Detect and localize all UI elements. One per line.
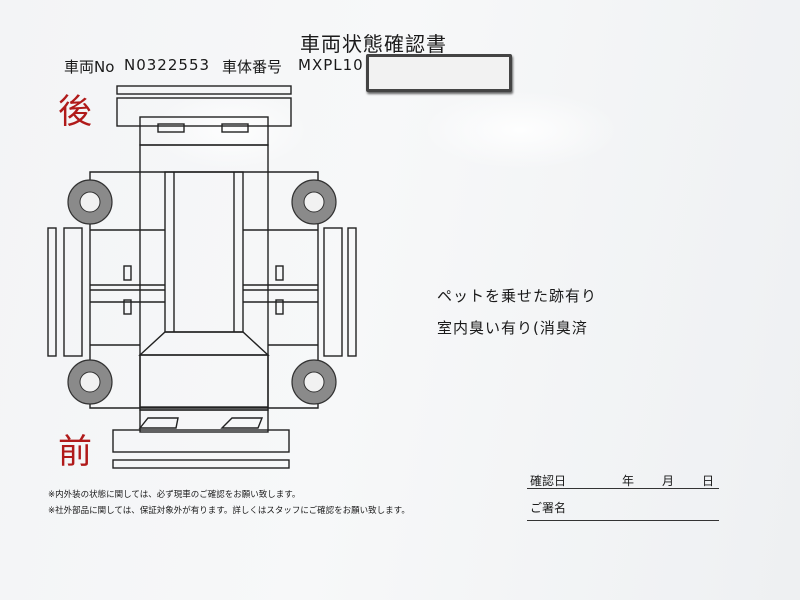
rear-bumper-bar [116,85,292,95]
hood [139,354,269,411]
front-bumper-bar [112,459,290,469]
front-grille [139,409,269,433]
remark-line: ペットを乗せた跡有り [437,287,598,305]
light-glare [420,90,620,170]
day-label: 日 [702,474,715,488]
front-bumper [112,429,290,453]
side-strip-right [323,227,343,357]
rear-label: 後 [58,92,92,132]
roof [164,171,244,333]
redaction-sticker [366,54,512,92]
date-field-line[interactable] [527,488,719,489]
cabin [139,144,269,408]
remark-line: 室内臭い有り(消臭済 [437,319,588,337]
document-title: 車両状態確認書 [300,32,447,56]
tires [67,179,337,405]
vehicle-no-value: N0322553 [124,56,211,74]
signature-field-line[interactable] [527,520,719,521]
footnote: ※社外部品に関しては、保証対象外が有ります。詳しくはスタッフにご確認をお願い致し… [48,506,410,516]
headlight-right [220,417,264,429]
rear-bumper [116,97,292,127]
footnote: ※内外装の状態に関しては、必ず現車のご確認をお願い致します。 [48,490,301,500]
trunk [139,116,269,146]
headlight-left [138,417,179,429]
side-strip-left [47,227,57,357]
front-label: 前 [58,432,92,472]
light-glare [150,90,310,170]
signature-label: ご署名 [530,501,567,515]
chassis-no-label: 車体番号 [222,58,283,76]
vehicle-no-label: 車両No [64,58,115,76]
year-label: 年 [622,474,635,488]
confirmation-date-label: 確認日 [530,474,567,488]
chassis-no-value: MXPL10 [298,56,364,74]
windshield [138,331,270,356]
month-label: 月 [662,474,675,488]
